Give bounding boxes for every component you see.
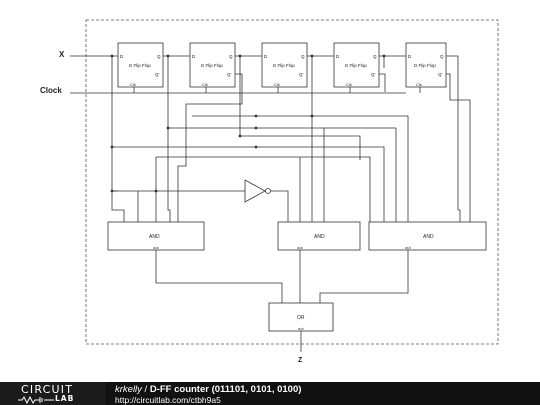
schematic-title: krkelly / D-FF counter (011101, 0101, 01… xyxy=(115,384,301,395)
logo-text-bottom: LAB xyxy=(55,394,75,403)
circuit-schematic: X Clock Z D Flip Flop D Q Q' Clk D Flip … xyxy=(40,19,499,364)
flip-flop-4 xyxy=(333,42,380,88)
ff5-d-pin: D xyxy=(408,54,412,59)
ff2-qbar-pin: Q' xyxy=(227,72,232,77)
wire-clock-taps xyxy=(133,87,421,93)
flip-flop-5 xyxy=(405,42,447,88)
and1-out-pin: out xyxy=(153,245,159,250)
or-label: OR xyxy=(297,315,305,321)
flip-flop-2 xyxy=(189,42,236,88)
footer-bar: CIRCUIT LAB krkelly / D-FF counter (0111… xyxy=(0,382,540,405)
logo-text-top: CIRCUIT xyxy=(21,383,74,396)
title-separator: / xyxy=(141,384,150,395)
flip-flop-3 xyxy=(261,42,308,88)
circuit-boundary xyxy=(85,19,499,345)
ff1-qbar-pin: Q' xyxy=(155,72,160,77)
wire-qbar2 xyxy=(177,73,243,222)
ff5-clk-pin: Clk xyxy=(416,82,422,87)
wire-and1-in1 xyxy=(111,191,125,222)
ff4-d-pin: D xyxy=(336,54,340,59)
wire-and3-to-or xyxy=(319,250,409,303)
ff2-d-pin: D xyxy=(192,54,196,59)
wire-qbar5 xyxy=(446,73,471,222)
ff5-title: D Flip Flop xyxy=(414,63,436,68)
ff3-clk-pin: Clk xyxy=(274,82,280,87)
input-x-label: X xyxy=(59,50,65,59)
wire-and1-in4 xyxy=(167,160,171,222)
author-link[interactable]: krkelly xyxy=(115,384,142,395)
output-z-label: Z xyxy=(298,357,303,364)
input-clock-label: Clock xyxy=(40,86,62,95)
and3-out-pin: out xyxy=(405,245,411,250)
wire-x-tap xyxy=(111,56,118,192)
ff1-q-pin: Q xyxy=(157,54,161,59)
wire-and1-to-or xyxy=(155,250,283,303)
and-gate-3 xyxy=(368,221,487,251)
ff2-q-pin: Q xyxy=(229,54,233,59)
junction-dots xyxy=(110,54,386,193)
wire-q5-and3 xyxy=(446,55,461,222)
ff3-title: D Flip Flop xyxy=(273,63,295,68)
wire-inverter-out xyxy=(271,190,289,222)
and2-label: AND xyxy=(314,234,325,240)
ff4-qbar-pin: Q' xyxy=(371,72,376,77)
and-gate-2 xyxy=(277,221,361,251)
ff1-title: D Flip Flop xyxy=(129,63,151,68)
ff5-q-pin: Q xyxy=(440,54,444,59)
bus-1 xyxy=(192,115,409,222)
ff1-clk-pin: Clk xyxy=(130,82,136,87)
ff3-qbar-pin: Q' xyxy=(299,72,304,77)
ff2-clk-pin: Clk xyxy=(202,82,208,87)
circuitlab-logo[interactable]: CIRCUIT LAB xyxy=(0,382,106,405)
bus-2 xyxy=(168,127,397,222)
inverter xyxy=(244,179,266,203)
inverter-bubble xyxy=(265,188,271,194)
ff1-d-pin: D xyxy=(120,54,124,59)
wire-qbar4 xyxy=(379,73,386,92)
ff4-q-pin: Q xyxy=(373,54,377,59)
ff4-clk-pin: Clk xyxy=(346,82,352,87)
ff3-d-pin: D xyxy=(264,54,268,59)
bus-3 xyxy=(112,146,385,222)
schematic-url[interactable]: http://circuitlab.com/ctbh9a5 xyxy=(115,394,221,405)
ff2-title: D Flip Flop xyxy=(201,63,223,68)
flip-flop-1 xyxy=(117,42,164,88)
schematic-name: D-FF counter (011101, 0101, 0100) xyxy=(149,384,302,395)
and1-label: AND xyxy=(149,234,160,240)
ff5-qbar-pin: Q' xyxy=(438,72,443,77)
or-out-pin: out xyxy=(298,326,304,331)
logo-circuit-icon xyxy=(18,396,54,404)
ff4-title: D Flip Flop xyxy=(345,63,367,68)
ff3-q-pin: Q xyxy=(301,54,305,59)
and3-label: AND xyxy=(423,234,434,240)
bus-4 xyxy=(156,156,371,222)
bus-5 xyxy=(240,135,361,160)
and2-out-pin: out xyxy=(297,245,303,250)
